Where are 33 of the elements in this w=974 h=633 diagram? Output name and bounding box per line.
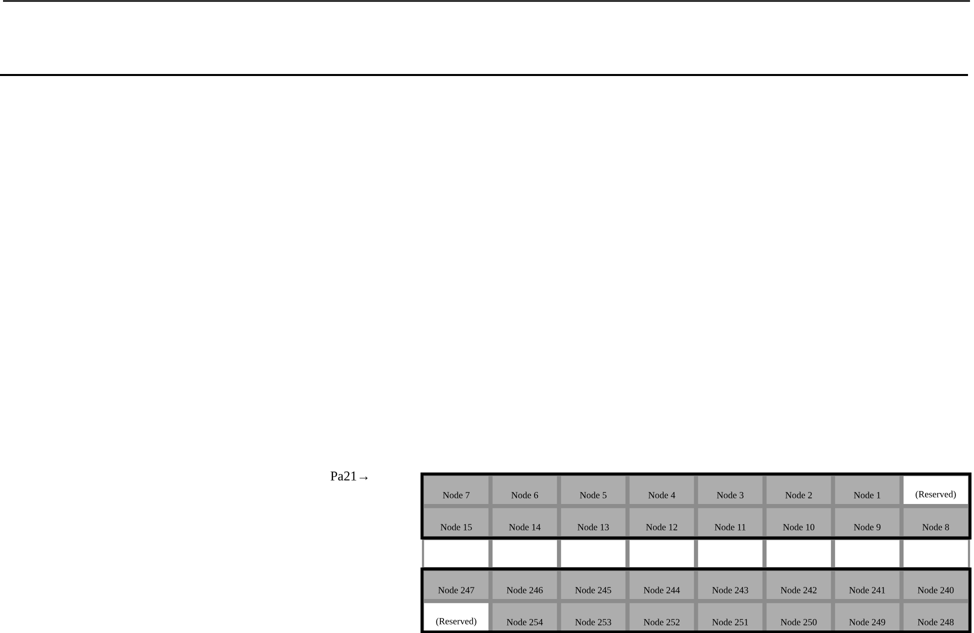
table-cell: (Reserved) (422, 600, 491, 633)
table-cell: Node 8 (901, 506, 970, 538)
table-cell: Node 15 (422, 506, 491, 538)
table-cell: Node 244 (627, 568, 696, 602)
table-cell: Node 254 (490, 600, 560, 633)
table-cell: Node 242 (764, 568, 834, 602)
table-cell: Node 2 (764, 474, 834, 506)
table-cell: Node 12 (627, 506, 696, 538)
table-cell: Node 245 (558, 568, 628, 602)
table-cell: Node 7 (422, 474, 491, 506)
table-cell: Node 241 (832, 568, 902, 602)
table-cell: Node 250 (764, 600, 834, 633)
table-cell: Node 6 (490, 474, 560, 506)
table-cell: Node 251 (696, 600, 765, 633)
table-cell: (Reserved) (901, 474, 970, 506)
table-cell: Node 3 (696, 474, 765, 506)
table-cell: Node 9 (832, 506, 902, 538)
table-cell: Node 249 (832, 600, 902, 633)
table-cell: Node 11 (696, 506, 765, 538)
table-cell: Node 240 (901, 568, 970, 602)
table-cell: Node 5 (558, 474, 628, 506)
table-cell: Node 247 (422, 568, 491, 602)
table-cell: Node 4 (627, 474, 696, 506)
table-cell: Node 14 (490, 506, 560, 538)
table-cell: Node 243 (696, 568, 765, 602)
table-cell: Node 10 (764, 506, 834, 538)
table-cell: Node 246 (490, 568, 560, 602)
table-cell: Node 1 (832, 474, 902, 506)
pointer-label: Pa21→ (330, 472, 368, 480)
table-cell: Node 252 (627, 600, 696, 633)
table-cell: Node 13 (558, 506, 628, 538)
table-cell: Node 248 (901, 600, 970, 633)
table-cell: Node 253 (558, 600, 628, 633)
